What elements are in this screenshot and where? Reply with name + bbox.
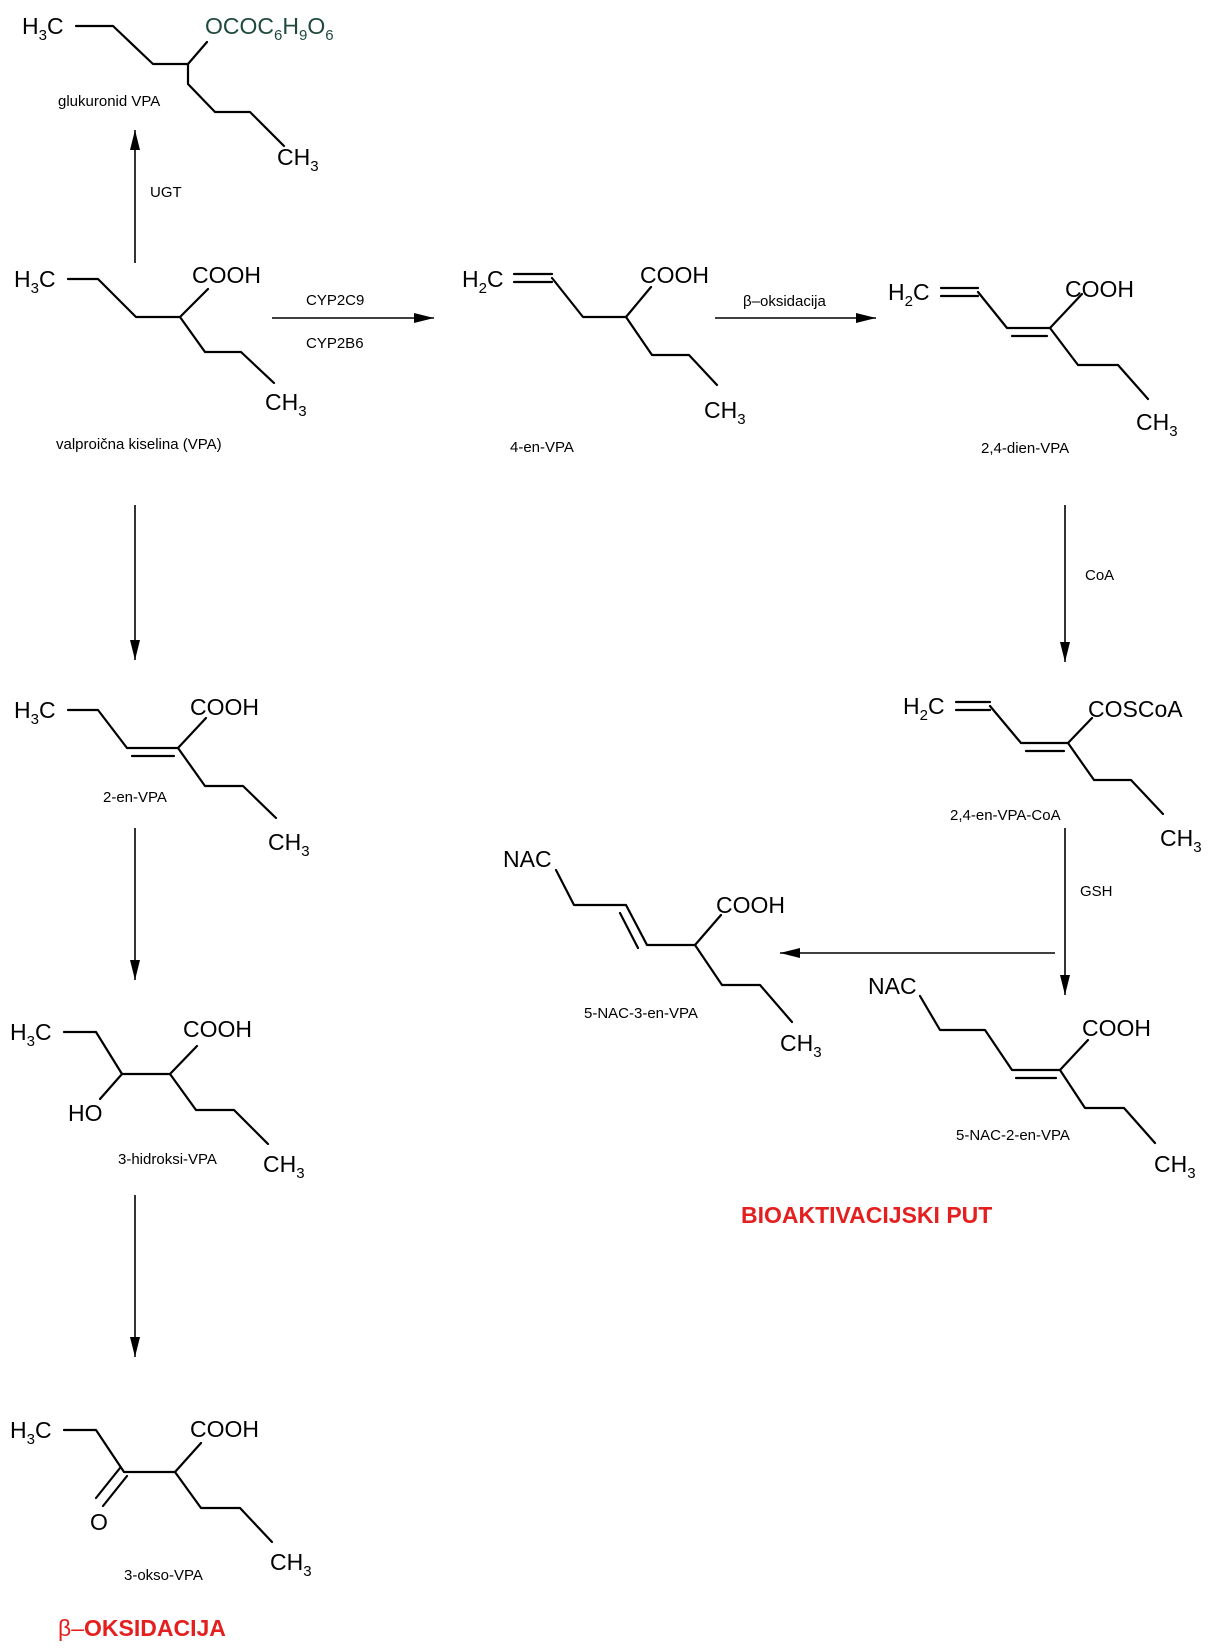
okso3-name: 3-okso-VPA [124, 1567, 203, 1584]
vpa-bonds-propyl [178, 315, 276, 385]
en4-cooh-label: COOH [640, 262, 709, 288]
glucuronide-bonds-chain [74, 24, 209, 66]
vpa-bonds-chain [66, 277, 210, 319]
en4-h2c-label: H2C [462, 266, 504, 297]
dien24-h2c-label: H2C [888, 279, 930, 310]
compound-3-okso-vpa: H3C COOH O CH3 3-okso-VPA [10, 1416, 312, 1584]
nac2en-ch3-label: CH3 [1154, 1151, 1196, 1182]
en2-bonds-chain [66, 708, 208, 750]
compound-5-nac-3-en-vpa: NAC COOH CH3 5-NAC-3-en-VPA [503, 846, 822, 1061]
glucuronide-bonds-propyl [186, 62, 286, 148]
enzyme-coa-label: CoA [1085, 567, 1114, 584]
dien24-cooh-label: COOH [1065, 276, 1134, 302]
compound-2-en-vpa: H3C COOH CH3 2-en-VPA [14, 694, 310, 860]
en2-bonds-propyl [176, 746, 278, 820]
okso3-h3c-label: H3C [10, 1417, 52, 1448]
coa24-bonds-chain [988, 704, 1094, 745]
hydroxy3-bonds-chain [62, 1030, 199, 1076]
nac3en-bonds-chain [554, 868, 723, 947]
okso3-bond-carbonyl-b [101, 1474, 129, 1508]
hydroxy3-cooh-label: COOH [183, 1016, 252, 1042]
dien24-bonds-chain [976, 290, 1084, 330]
en2-h3c-label: H3C [14, 697, 56, 728]
enzyme-cyp2b6-label: CYP2B6 [306, 335, 364, 352]
coa24-h2c-label: H2C [903, 693, 945, 724]
dien24-bonds-propyl [1048, 326, 1150, 401]
enzyme-gsh-label: GSH [1080, 883, 1113, 900]
en2-cooh-label: COOH [190, 694, 259, 720]
en2-ch3-label: CH3 [268, 829, 310, 860]
compound-5-nac-2-en-vpa: NAC COOH CH3 5-NAC-2-en-VPA [868, 973, 1196, 1182]
okso3-ch3-label: CH3 [270, 1549, 312, 1580]
glucuronide-oglu-label: OCOC6H9O6 [205, 13, 334, 44]
nac3en-ch3-label: CH3 [780, 1030, 822, 1061]
coa24-ch3-label: CH3 [1160, 825, 1202, 856]
coa24-name: 2,4-en-VPA-CoA [950, 807, 1061, 824]
enzyme-cyp2c9-label: CYP2C9 [306, 292, 364, 309]
pathway-title-beta-oksidacija: β–OKSIDACIJA [58, 1615, 226, 1641]
en4-name: 4-en-VPA [510, 439, 574, 456]
nac3en-bonds-propyl [693, 943, 794, 1024]
vpa-name: valproična kiselina (VPA) [56, 436, 222, 453]
coa24-coscoa-label: COSCoA [1088, 696, 1183, 722]
dien24-name: 2,4-dien-VPA [981, 440, 1069, 457]
pathway-title-bioaktivacija: BIOAKTIVACIJSKI PUT [741, 1202, 992, 1228]
glucuronide-h3c-label: H3C [22, 13, 64, 44]
vpa-ch3-label: CH3 [265, 389, 307, 420]
okso3-bonds-propyl [173, 1470, 274, 1544]
enzyme-beta-oksidacija-label: β–oksidacija [743, 293, 826, 310]
compound-glucuronide-vpa: H3C OCOC6H9O6 CH3 glukuronid VPA [22, 13, 334, 175]
en4-bonds-propyl [624, 315, 719, 387]
glucuronide-ch3-label: CH3 [277, 144, 319, 175]
dien24-ch3-label: CH3 [1136, 409, 1178, 440]
okso3-cooh-label: COOH [190, 1416, 259, 1442]
okso3-bond-carbonyl-a [94, 1466, 122, 1500]
nac2en-bonds-chain [918, 994, 1090, 1072]
nac2en-nac-label: NAC [868, 973, 917, 999]
compound-4-en-vpa: H2C COOH CH3 4-en-VPA [462, 262, 746, 456]
compound-vpa: H3C COOH CH3 valproična kiselina (VPA) [14, 262, 307, 453]
reaction-arrows: UGT CYP2C9 CYP2B6 β–oksidacija CoA GSH [130, 130, 1114, 1357]
okso3-o-label: O [90, 1509, 108, 1535]
nac3en-name: 5-NAC-3-en-VPA [584, 1005, 698, 1022]
compound-2-4-dien-vpa: H2C COOH CH3 2,4-dien-VPA [888, 276, 1178, 457]
nac2en-cooh-label: COOH [1082, 1015, 1151, 1041]
vpa-cooh-label: COOH [192, 262, 261, 288]
compound-3-hidroksi-vpa: H3C COOH HO CH3 3-hidroksi-VPA [10, 1016, 305, 1182]
hydroxy3-bonds-propyl [168, 1072, 270, 1146]
nac3en-double-bond-inner [618, 911, 640, 950]
nac2en-name: 5-NAC-2-en-VPA [956, 1127, 1070, 1144]
hydroxy3-name: 3-hidroksi-VPA [118, 1151, 217, 1168]
hydroxy3-ch3-label: CH3 [263, 1151, 305, 1182]
en4-ch3-label: CH3 [704, 397, 746, 428]
nac2en-bonds-propyl [1058, 1068, 1157, 1145]
hydroxy3-h3c-label: H3C [10, 1019, 52, 1050]
en4-bonds-chain [550, 276, 653, 319]
hydroxy3-bond-oh [98, 1072, 124, 1101]
nac3en-nac-label: NAC [503, 846, 552, 872]
vpa-h3c-label: H3C [14, 266, 56, 297]
glucuronide-name: glukuronid VPA [58, 93, 160, 110]
en2-name: 2-en-VPA [103, 789, 167, 806]
coa24-bonds-propyl [1066, 741, 1165, 816]
compound-2-4-en-vpa-coa: H2C COSCoA CH3 2,4-en-VPA-CoA [903, 693, 1202, 856]
enzyme-ugt-label: UGT [150, 184, 182, 201]
nac3en-cooh-label: COOH [716, 892, 785, 918]
okso3-bonds-chain [62, 1428, 203, 1474]
hydroxy3-ho-label: HO [68, 1100, 103, 1126]
